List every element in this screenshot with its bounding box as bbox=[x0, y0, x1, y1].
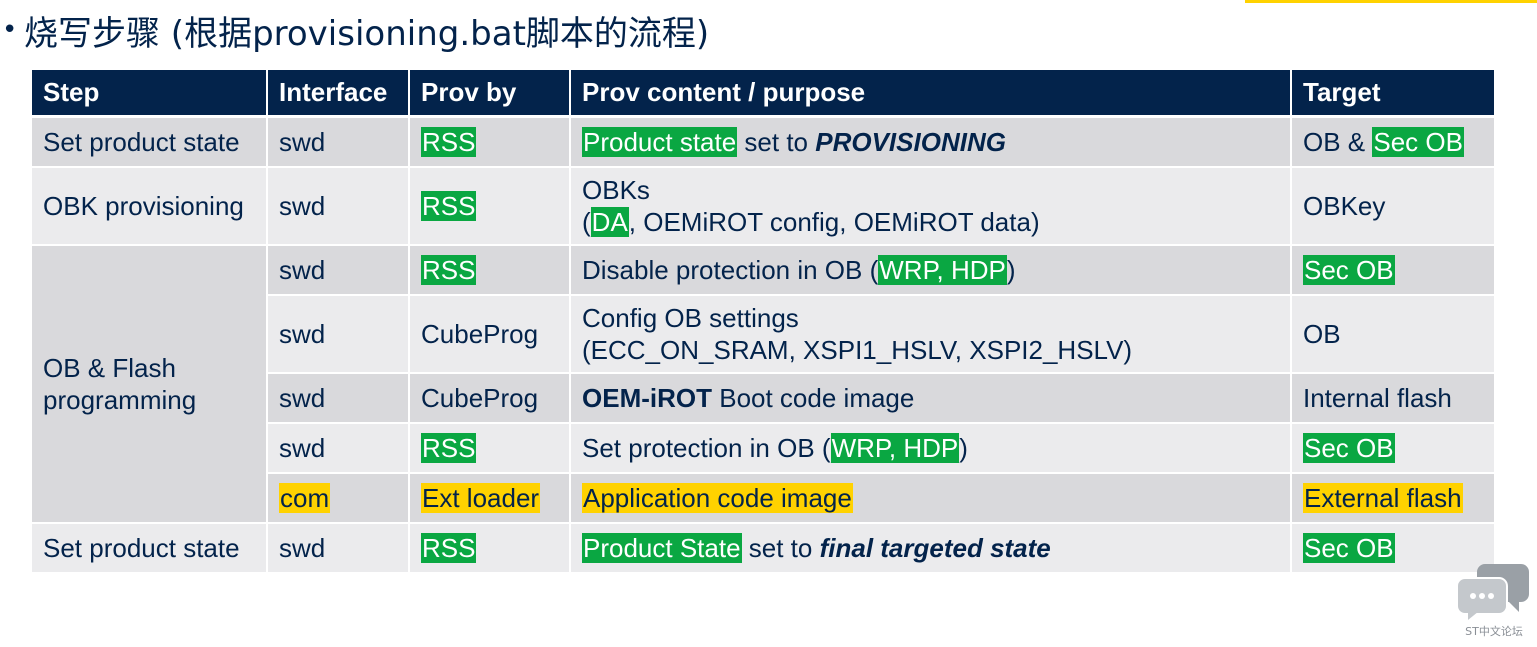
emphasis-text: PROVISIONING bbox=[815, 127, 1006, 157]
content-line: (DA, OEMiROT config, OEMiROT data) bbox=[582, 206, 1279, 238]
chat-bubbles-icon bbox=[1456, 564, 1529, 625]
highlight-green: Product state bbox=[582, 127, 738, 157]
highlight-green: RSS bbox=[421, 255, 477, 285]
highlight-green: Sec OB bbox=[1303, 533, 1395, 563]
cell-target: OB & Sec OB bbox=[1292, 118, 1494, 168]
header-content: Prov content / purpose bbox=[571, 70, 1290, 118]
cell-interface: swd bbox=[268, 524, 408, 574]
cell-target: Sec OB bbox=[1292, 524, 1494, 574]
cell-step: OBK provisioning bbox=[32, 168, 266, 246]
highlight-green: Sec OB bbox=[1372, 127, 1464, 157]
header-target: Target bbox=[1292, 70, 1494, 118]
table-header-row: Step Interface Prov by Prov content / pu… bbox=[32, 70, 1494, 118]
table-row: com Ext loader Application code image Ex… bbox=[32, 474, 1494, 524]
cell-prov-by: RSS bbox=[410, 246, 569, 296]
cell-target: OBKey bbox=[1292, 168, 1494, 246]
cell-interface: swd bbox=[268, 296, 408, 374]
provisioning-steps-table: Step Interface Prov by Prov content / pu… bbox=[30, 70, 1496, 574]
table-row: OB & Flash programming swd RSS Disable p… bbox=[32, 246, 1494, 524]
group-step-line: programming bbox=[43, 385, 197, 415]
cell-interface: swd bbox=[268, 168, 408, 246]
highlight-green: DA bbox=[590, 207, 629, 237]
header-step: Step bbox=[32, 70, 266, 118]
highlight-green: WRP, HDP bbox=[878, 255, 1007, 285]
content-text: , OEMiROT config, OEMiROT data) bbox=[628, 207, 1040, 237]
highlight-yellow: Ext loader bbox=[421, 483, 541, 513]
content-text: ) bbox=[1006, 255, 1016, 285]
header-interface: Interface bbox=[268, 70, 408, 118]
content-text: Set protection in OB ( bbox=[582, 433, 831, 463]
cell-step: Set product state bbox=[32, 524, 266, 574]
cell-content: Application code image bbox=[571, 474, 1290, 524]
cell-step: Set product state bbox=[32, 118, 266, 168]
cell-target: Sec OB bbox=[1292, 424, 1494, 474]
cell-prov-by: RSS bbox=[410, 168, 569, 246]
group-step-line: OB & Flash bbox=[43, 353, 176, 383]
content-line: Config OB settings bbox=[582, 303, 799, 333]
highlight-green: Sec OB bbox=[1303, 433, 1395, 463]
highlight-yellow: com bbox=[279, 483, 331, 513]
cell-interface: swd bbox=[268, 424, 408, 474]
highlight-green: Product State bbox=[582, 533, 742, 563]
highlight-green: RSS bbox=[421, 191, 477, 221]
highlight-yellow: External flash bbox=[1303, 483, 1463, 513]
cell-interface: swd bbox=[268, 374, 408, 424]
cell-interface: swd bbox=[268, 246, 408, 296]
cell-target: Internal flash bbox=[1292, 374, 1494, 424]
title-text: 烧写步骤 (根据provisioning.bat脚本的流程) bbox=[24, 13, 710, 54]
cell-target: OB bbox=[1292, 296, 1494, 374]
content-text: set to bbox=[737, 127, 816, 157]
cell-prov-by: CubeProg bbox=[410, 374, 569, 424]
content-text: set to bbox=[741, 533, 820, 563]
target-text: OB & bbox=[1303, 127, 1373, 157]
content-text: ( bbox=[582, 207, 591, 237]
cell-content: Product State set to final targeted stat… bbox=[571, 524, 1290, 574]
header-prov-by: Prov by bbox=[410, 70, 569, 118]
slide-title: • 烧写步骤 (根据provisioning.bat脚本的流程) bbox=[0, 4, 709, 56]
content-text: Disable protection in OB ( bbox=[582, 255, 879, 285]
emphasis-text: final targeted state bbox=[819, 533, 1051, 563]
cell-prov-by: RSS bbox=[410, 424, 569, 474]
table-row: OBK provisioning swd RSS OBKs (DA, OEMiR… bbox=[32, 168, 1494, 246]
cell-prov-by: RSS bbox=[410, 118, 569, 168]
highlight-yellow: Application code image bbox=[582, 483, 853, 513]
highlight-green: Sec OB bbox=[1303, 255, 1395, 285]
table-row: Set product state swd RSS Product State … bbox=[32, 524, 1494, 574]
cell-content: Config OB settings (ECC_ON_SRAM, XSPI1_H… bbox=[571, 296, 1290, 374]
cell-interface: com bbox=[268, 474, 408, 524]
table-row: Set product state swd RSS Product state … bbox=[32, 118, 1494, 168]
cell-content: Set protection in OB (WRP, HDP) bbox=[571, 424, 1290, 474]
title-bullet: • bbox=[2, 15, 18, 45]
cell-content: Disable protection in OB (WRP, HDP) bbox=[571, 246, 1290, 296]
cell-prov-by: CubeProg bbox=[410, 296, 569, 374]
cell-target: Sec OB bbox=[1292, 246, 1494, 296]
highlight-green: RSS bbox=[421, 127, 477, 157]
table-row: swd CubeProg Config OB settings (ECC_ON_… bbox=[32, 296, 1494, 374]
content-text: Boot code image bbox=[712, 383, 915, 413]
cell-target: External flash bbox=[1292, 474, 1494, 524]
highlight-green: RSS bbox=[421, 433, 477, 463]
table-row: swd RSS Set protection in OB (WRP, HDP) … bbox=[32, 424, 1494, 474]
table-row: swd CubeProg OEM-iROT Boot code image In… bbox=[32, 374, 1494, 424]
cell-content: Product state set to PROVISIONING bbox=[571, 118, 1290, 168]
content-line: (ECC_ON_SRAM, XSPI1_HSLV, XSPI2_HSLV) bbox=[582, 335, 1133, 365]
cell-content: OEM-iROT Boot code image bbox=[571, 374, 1290, 424]
highlight-green: RSS bbox=[421, 533, 477, 563]
cell-interface: swd bbox=[268, 118, 408, 168]
highlight-green: WRP, HDP bbox=[830, 433, 960, 463]
top-accent-bar bbox=[1245, 0, 1537, 3]
content-line: OBKs bbox=[582, 175, 650, 205]
forum-watermark: ST中文论坛 bbox=[1455, 560, 1533, 640]
watermark-label: ST中文论坛 bbox=[1465, 625, 1523, 638]
cell-prov-by: RSS bbox=[410, 524, 569, 574]
bold-text: OEM-iROT bbox=[582, 383, 712, 413]
cell-prov-by: Ext loader bbox=[410, 474, 569, 524]
cell-step-group: OB & Flash programming bbox=[32, 246, 266, 524]
cell-content: OBKs (DA, OEMiROT config, OEMiROT data) bbox=[571, 168, 1290, 246]
content-text: ) bbox=[959, 433, 968, 463]
